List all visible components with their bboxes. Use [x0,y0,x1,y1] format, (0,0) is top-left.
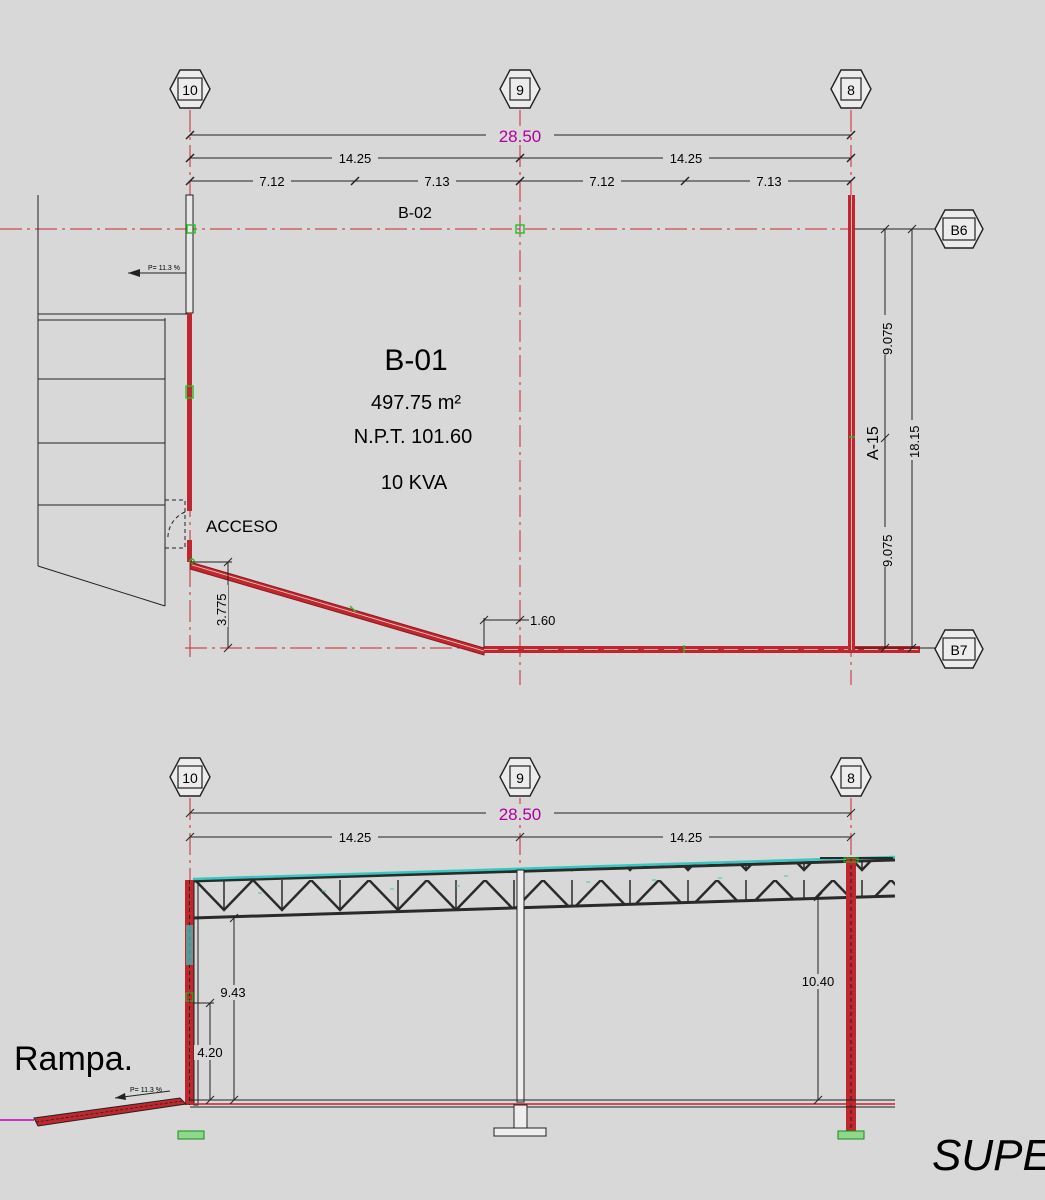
floor-slab [190,1099,895,1108]
axis-label-9: 9 [516,82,524,98]
section-axis-label-8: 8 [847,770,855,786]
plan-view: 10 9 8 [0,69,984,685]
dimension-9-075-upper: 9.075 [880,322,895,355]
dimension-9-075-lower: 9.075 [880,534,895,567]
dimension-7-13-b: 7.13 [756,174,781,189]
section-axis-bubble-10: 10 [169,757,211,797]
adjacent-building-outline [37,195,190,607]
height-9-43: 9.43 [220,985,245,1000]
sheet-title-fragment: SUPE [932,1131,1045,1180]
ramp: P= 11.3 % [0,1087,188,1127]
column-markers [185,224,855,653]
plan-axis-lines-vertical [189,110,852,685]
height-dimension-lines [193,892,823,1105]
slope-arrow: P= 11.3 % [128,265,186,277]
axis-label-10: 10 [182,82,198,98]
dimension-7-12-a: 7.12 [259,174,284,189]
axis-label-b6: B6 [950,222,967,238]
axis-bubble-9: 9 [499,69,541,109]
height-10-40: 10.40 [802,974,835,989]
section-dimension-14-25-right: 14.25 [670,830,703,845]
section-view: 10 9 8 28.50 14.25 14.25 [0,757,896,1140]
room-name: B-01 [384,344,447,377]
axis-label-8: 8 [847,82,855,98]
door-swing [164,499,186,549]
dimension-14-25-left: 14.25 [339,151,372,166]
axis-bubble-b7: B7 [934,629,984,669]
section-axis-bubble-8: 8 [830,757,872,797]
section-axis-label-9: 9 [516,770,524,786]
top-dimension-lines [185,130,856,186]
beam-label: B-02 [398,205,432,222]
dimension-14-25-right: 14.25 [670,151,703,166]
axis-bubble-10: 10 [169,69,211,109]
ramp-label: Rampa. [14,1040,133,1078]
axis-bubble-8: 8 [830,69,872,109]
foundations [177,992,865,1140]
height-4-20: 4.20 [197,1045,222,1060]
slope-label: P= 11.3 % [148,265,180,272]
axis-bubble-b6: B6 [934,209,984,249]
dimension-7-13-a: 7.13 [424,174,449,189]
wall-label: A-15 [865,426,882,460]
section-axis-label-10: 10 [182,770,198,786]
room-power: 10 KVA [381,472,448,494]
section-slope-label: P= 11.3 % [130,1087,162,1094]
roof-truss [192,855,896,920]
room-area: 497.75 m² [371,392,461,414]
walls [185,194,920,656]
purlin-markers [258,875,788,894]
dimension-18-15: 18.15 [907,425,922,458]
dimension-3-775: 3.775 [214,593,229,626]
axis-label-b7: B7 [950,642,967,658]
room-level: N.P.T. 101.60 [354,426,473,448]
section-total-dimension: 28.50 [499,805,542,824]
access-label: ACCESO [206,517,278,536]
total-dimension: 28.50 [499,127,542,146]
offset-dimension-line [479,615,529,648]
section-dimension-14-25-left: 14.25 [339,830,372,845]
dimension-1-60: 1.60 [530,613,555,628]
section-axis-bubble-9: 9 [499,757,541,797]
dimension-7-12-b: 7.12 [589,174,614,189]
